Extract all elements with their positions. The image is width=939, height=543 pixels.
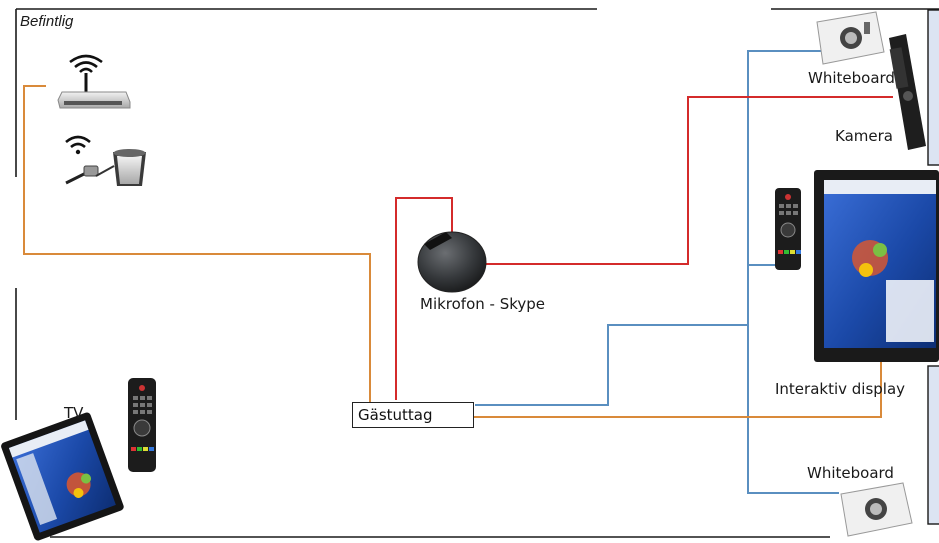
cable-video [23, 85, 882, 418]
remote-control-icon [775, 188, 801, 270]
whiteboard-bottom-label: Whiteboard [807, 464, 894, 482]
interactive-display-icon [814, 170, 939, 362]
whiteboard-top-label: Whiteboard [808, 69, 894, 87]
projector-icon [840, 482, 913, 537]
existing-label: Befintlig [20, 13, 74, 30]
right-wall-panels [927, 9, 939, 525]
room-walls [15, 8, 939, 538]
wireless-router-icon [57, 54, 131, 109]
guest-outlet-label: Gästuttag [358, 406, 433, 424]
whiteboard-top-label-clip: Whiteboard [808, 69, 894, 91]
cable-audio [395, 96, 893, 400]
webcam-icon [889, 34, 926, 150]
guest-outlet-box: Gästuttag [352, 402, 474, 428]
cable-usb [475, 50, 839, 494]
wireless-presenter-icon [65, 135, 146, 186]
interactive-display-label: Interaktiv display [775, 380, 906, 398]
tablet-tv-icon [1, 412, 124, 541]
camera-label: Kamera [835, 127, 893, 145]
tv-label: TV [64, 404, 84, 422]
interactive-display-label-clip: Interaktiv display [775, 380, 927, 402]
projector-icon [816, 11, 885, 65]
remote-control-icon [128, 378, 156, 472]
conference-microphone-icon [417, 231, 487, 293]
microphone-label: Mikrofon - Skype [420, 295, 546, 313]
